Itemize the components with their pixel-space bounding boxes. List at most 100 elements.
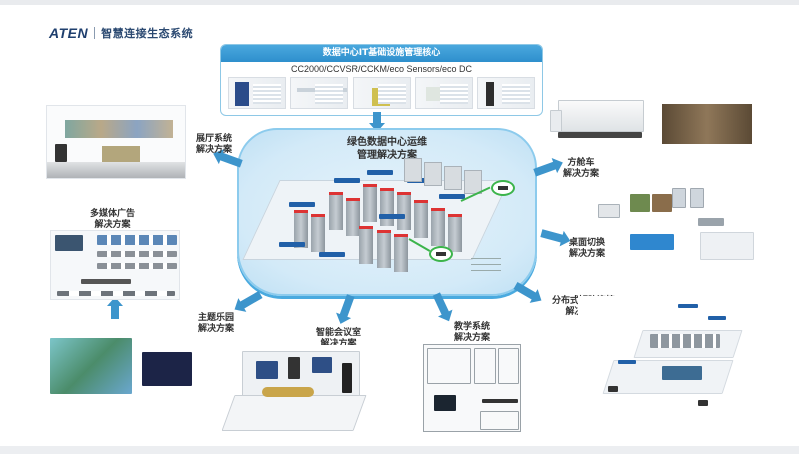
hub-title-line2: 管理解决方案 [357, 150, 417, 161]
core-screenshots [221, 74, 542, 112]
exhibition-label: 展厅系统 解决方案 [196, 134, 232, 156]
truck-body [558, 100, 644, 132]
workstation [698, 400, 708, 406]
server-rack [363, 184, 377, 222]
dcim-core-panel: 数据中心IT基础设施管理核心 CC2000/CCVSR/CCKM/eco Sen… [220, 44, 543, 116]
video-wall [55, 235, 83, 251]
arrow-down-icon [373, 112, 381, 124]
green-datacenter-hub: 绿色数据中心运维 管理解决方案 [237, 128, 537, 296]
hub-legend [471, 258, 501, 276]
printer [598, 204, 620, 218]
server-rack [377, 230, 391, 268]
server-rack [311, 214, 325, 252]
label-line1: 桌面切换 [569, 238, 606, 248]
room-floor [222, 395, 367, 431]
switch-bar [482, 399, 518, 403]
vehicle-interior-image [662, 104, 752, 144]
kvm-switch [698, 218, 724, 226]
arrow-icon [540, 229, 564, 243]
device-tag [289, 202, 315, 207]
wall-display [312, 357, 332, 373]
device-tag [708, 316, 726, 320]
device-tag [439, 194, 465, 199]
software-screenshot [414, 77, 473, 109]
software-screenshot [477, 77, 535, 109]
teaching-label: 教学系统 解决方案 [454, 322, 490, 344]
label-line2: 解决方案 [198, 324, 235, 334]
monitor [630, 194, 650, 212]
label-line1: 展厅系统 [196, 134, 233, 144]
exhibition-stage [47, 162, 185, 178]
sensor-icon [429, 246, 453, 262]
arrow-icon [513, 282, 537, 300]
park-map [50, 338, 132, 394]
desktop-image [594, 182, 754, 262]
desktop-label: 桌面切换 解决方案 [569, 238, 605, 260]
classroom-zone [480, 411, 519, 430]
park-monitor-wall [142, 352, 192, 386]
equipment-rack [288, 357, 300, 379]
server-rack [394, 234, 408, 272]
rack-row [650, 334, 720, 348]
brand-header: ATEN 智慧连接生态系统 [49, 25, 193, 41]
brand-divider [94, 27, 96, 39]
conference-table [262, 387, 314, 397]
cooling-unit [444, 166, 462, 190]
aten-logo: ATEN [49, 25, 89, 41]
label-line2: 解决方案 [563, 169, 600, 179]
server-rack [397, 192, 411, 230]
exhibition-screens [65, 120, 173, 138]
display-row [97, 251, 177, 257]
device-tag [618, 360, 636, 364]
device-tag [279, 242, 305, 247]
brand-title: 智慧连接生态系统 [101, 27, 194, 40]
exhibition-image [46, 105, 186, 179]
server-tower [672, 188, 686, 208]
label-line1: 主题乐园 [198, 313, 235, 323]
multimedia-label: 多媒体广告 解决方案 [90, 209, 135, 231]
theme-park-label: 主题乐园 解决方案 [198, 313, 234, 335]
label-line2: 解决方案 [569, 249, 606, 259]
label-line2: 解决方案 [196, 145, 233, 155]
bottom-border [0, 446, 799, 454]
vehicle-image [550, 94, 646, 146]
wall-display [256, 361, 278, 379]
cooling-unit [424, 162, 442, 186]
peripherals-panel [700, 232, 754, 260]
label-line1: 多媒体广告 [90, 209, 136, 219]
video-wall [662, 366, 702, 380]
matrix-switch [81, 279, 131, 284]
arrow-up-icon [111, 305, 119, 319]
device-tag [367, 170, 393, 175]
hub-title-line1: 绿色数据中心运维 [347, 137, 427, 148]
core-title: 数据中心IT基础设施管理核心 [221, 45, 542, 62]
device-tag [379, 214, 405, 219]
theme-park-image [50, 334, 195, 398]
truck-cab [550, 110, 562, 132]
server-rack [346, 198, 360, 236]
device-tag [319, 252, 345, 257]
hub-title: 绿色数据中心运维 管理解决方案 [239, 136, 535, 162]
label-line2: 解决方案 [320, 339, 357, 349]
server-rack [359, 226, 373, 264]
label-line2: 解决方案 [94, 220, 131, 230]
classroom-zone [498, 348, 519, 384]
label-line1: 智能会议室 [316, 328, 362, 338]
arrow-icon [339, 294, 355, 318]
display-row [97, 235, 177, 245]
server-rack [380, 188, 394, 226]
truck-wheels [558, 132, 642, 138]
teaching-image [423, 344, 521, 432]
meeting-room-image [222, 345, 370, 435]
matrix-image [578, 296, 748, 416]
control-unit [434, 395, 456, 411]
device-tag [678, 304, 698, 308]
multimedia-image [50, 230, 180, 300]
device-row [57, 291, 175, 296]
classroom-zone [474, 348, 496, 384]
meeting-room-label: 智能会议室 解决方案 [316, 328, 361, 350]
vehicle-label: 方舱车 解决方案 [563, 158, 599, 180]
workstation [608, 386, 618, 392]
classroom-zone [427, 348, 471, 384]
label-line1: 教学系统 [454, 322, 491, 332]
